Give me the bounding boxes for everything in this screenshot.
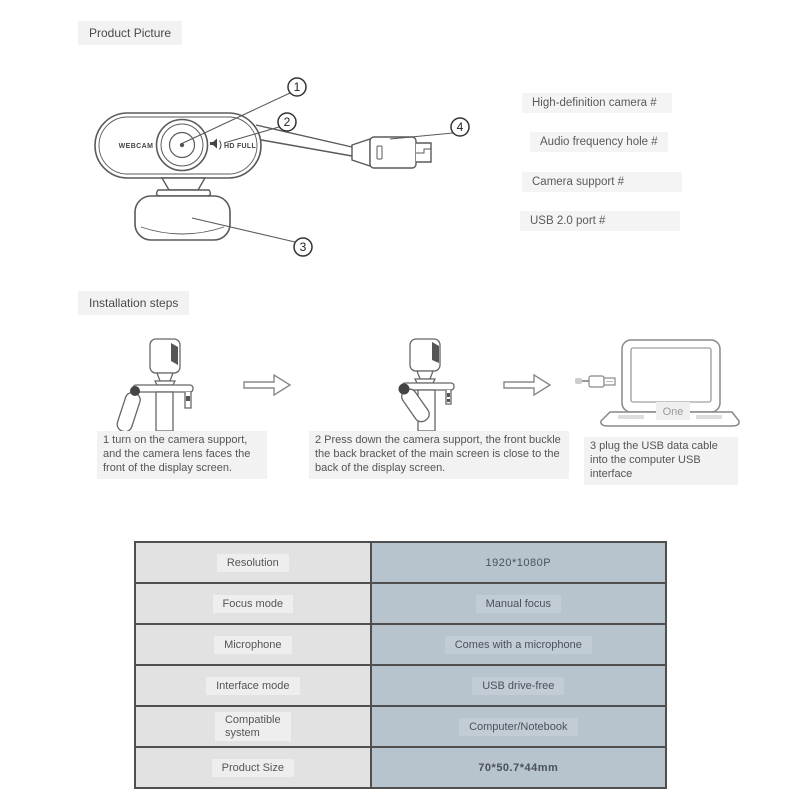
arrow-right-icon — [503, 373, 552, 397]
webcam-hd-text: HD FULL — [224, 143, 256, 150]
webcam-neck — [160, 177, 207, 191]
step2-caption: 2 Press down the camera support, the fro… — [309, 431, 569, 479]
feature-label-camera: High-definition camera # — [522, 93, 672, 113]
arrow-right-icon — [243, 373, 292, 397]
pivot-dot — [398, 383, 410, 395]
spec-row-focus-mode: Focus mode Manual focus — [134, 582, 668, 625]
leader-line-1 — [182, 92, 291, 144]
leader-line-4 — [389, 132, 454, 140]
cable-strain-relief — [351, 138, 371, 167]
svg-text:4: 4 — [457, 120, 464, 134]
spec-row-compatible-system: Compatible system Computer/Notebook — [134, 705, 668, 748]
spec-row-interface-mode: Interface mode USB drive-free — [134, 664, 668, 707]
speaker-icon — [210, 138, 222, 150]
feature-label-usb-port: USB 2.0 port # — [520, 211, 680, 231]
support-base — [134, 195, 231, 241]
leader-line-2 — [223, 126, 280, 144]
usb-cable — [255, 124, 353, 148]
step3-illustration: One — [575, 339, 740, 427]
svg-text:3: 3 — [300, 240, 307, 254]
feature-label-support: Camera support # — [522, 172, 682, 192]
step2-illustration — [398, 338, 455, 432]
spec-value-cell: Manual focus — [369, 582, 668, 625]
spec-label-cell: Compatible system — [134, 705, 372, 748]
step1-caption: 1 turn on the camera support, and the ca… — [97, 431, 267, 479]
spec-value-cell: 1920*1080P — [369, 541, 668, 584]
usb-plug-icon — [575, 375, 616, 388]
callout-2: 2 — [277, 112, 297, 132]
spec-label-cell: Product Size — [134, 746, 372, 789]
step3-caption: 3 plug the USB data cable into the compu… — [584, 437, 738, 485]
spec-value-cell: 70*50.7*44mm — [369, 746, 668, 789]
spec-row-product-size: Product Size 70*50.7*44mm — [134, 746, 668, 789]
pivot-dot — [130, 386, 140, 396]
installation-section-label: Installation steps — [78, 291, 190, 315]
spec-label-cell: Focus mode — [134, 582, 372, 625]
callout-1: 1 — [287, 77, 307, 97]
svg-text:2: 2 — [284, 115, 291, 129]
spec-label-cell: Resolution — [134, 541, 372, 584]
svg-text:1: 1 — [294, 80, 301, 94]
step1-illustration — [116, 338, 194, 433]
spec-label-cell: Microphone — [134, 623, 372, 666]
spec-label-cell: Interface mode — [134, 664, 372, 707]
support-arm — [116, 391, 141, 433]
laptop-one-label: One — [663, 406, 684, 418]
spec-value-cell: Computer/Notebook — [369, 705, 668, 748]
feature-label-audio-hole: Audio frequency hole # — [530, 132, 668, 152]
spec-row-microphone: Microphone Comes with a microphone — [134, 623, 668, 666]
spec-row-resolution: Resolution 1920*1080P — [134, 541, 668, 584]
spec-value-cell: Comes with a microphone — [369, 623, 668, 666]
callout-3: 3 — [293, 237, 313, 257]
webcam-diagram: WEBCAM HD FULL 1 2 3 4 — [94, 77, 470, 257]
monitor-slab — [155, 391, 174, 432]
spec-value-cell: USB drive-free — [369, 664, 668, 707]
spec-table: Resolution 1920*1080P Focus mode Manual … — [134, 541, 668, 789]
product-picture-section-label: Product Picture — [78, 21, 183, 45]
clip-top — [132, 384, 194, 393]
leader-line-3 — [191, 217, 296, 243]
callout-4: 4 — [450, 117, 470, 137]
webcam-brand-text: WEBCAM — [119, 143, 154, 150]
